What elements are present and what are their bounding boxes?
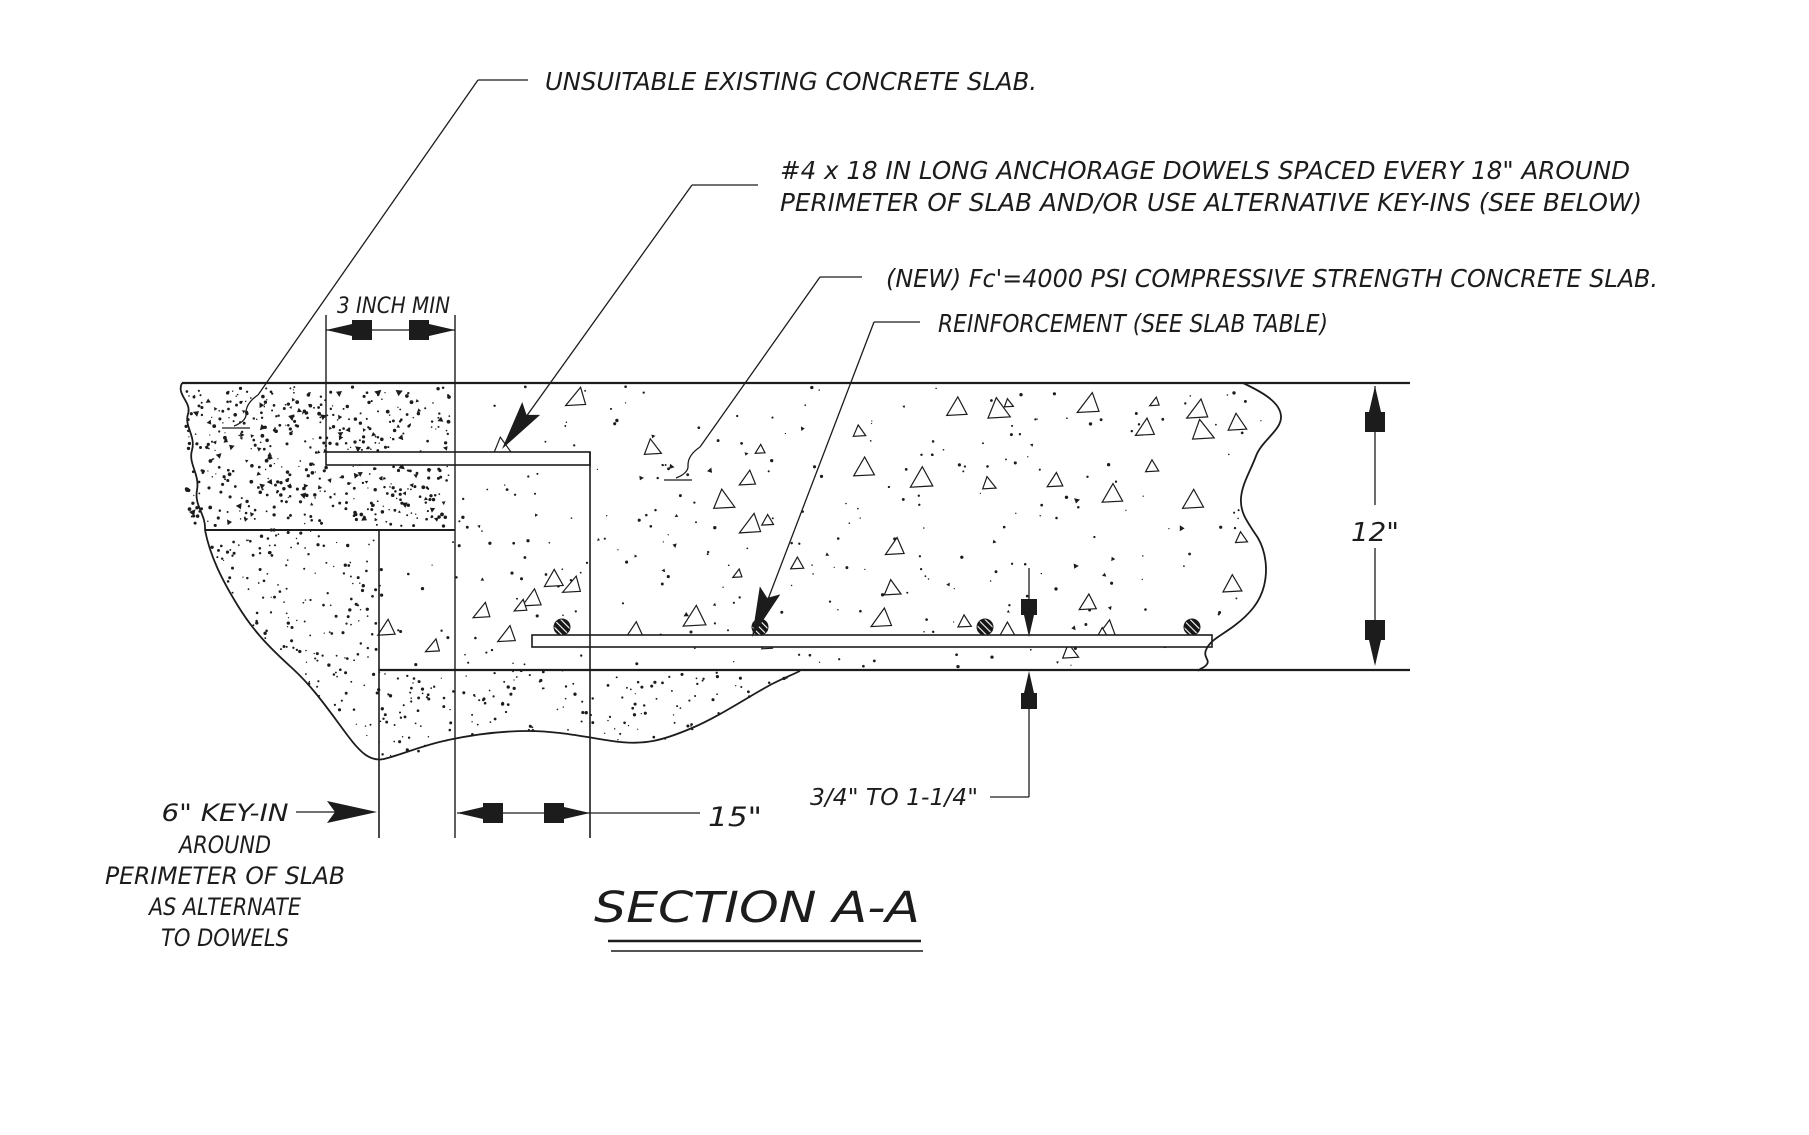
- concrete-texture: [184, 385, 1262, 757]
- callout-dowels-line2: PERIMETER OF SLAB AND/OR USE ALTERNATIVE…: [780, 188, 1642, 217]
- reinforcement-bar: [531, 634, 1213, 648]
- callout-unsuitable: UNSUITABLE EXISTING CONCRETE SLAB.: [222, 67, 1037, 429]
- dim-bottom-cover: 3/4" TO 1-1/4": [810, 568, 1037, 811]
- key-in-note: 6" KEY-IN AROUND PERIMETER OF SLAB AS AL…: [105, 799, 377, 952]
- slab-outlines: [179, 315, 1410, 838]
- dim-arrow-down: [1365, 620, 1385, 666]
- rebar-dot: [1183, 618, 1201, 636]
- dim-slab-thickness-label: 12": [1351, 518, 1399, 548]
- dim-dowel-embed: 3 INCH MIN: [326, 294, 455, 340]
- leader-break-hook: [675, 446, 701, 479]
- subgrade-break-edge: [204, 529, 801, 761]
- dim-bottom-cover-label: 3/4" TO 1-1/4": [810, 785, 978, 811]
- dim-arrow-left: [326, 320, 372, 340]
- cover-arrow-down: [1021, 599, 1037, 637]
- key-in-note-line2: AROUND: [177, 831, 271, 859]
- callout-reinforcement: REINFORCEMENT (SEE SLAB TABLE): [752, 309, 1328, 637]
- dim-slab-thickness: 12": [1351, 386, 1399, 666]
- dim-arrow-right: [409, 320, 455, 340]
- key-in-note-line5: TO DOWELS: [161, 924, 289, 952]
- dim-dowel-embed-label: 3 INCH MIN: [337, 294, 450, 319]
- dim-key-width-label: 15": [708, 802, 762, 833]
- rebar-dot: [553, 618, 571, 636]
- title-text: SECTION A-A: [594, 883, 920, 933]
- callout-dowels: #4 x 18 IN LONG ANCHORAGE DOWELS SPACED …: [502, 156, 1642, 449]
- dim-arrow-up: [1365, 386, 1385, 432]
- anchorage-dowel-plate: [325, 451, 591, 466]
- dim-key-width: 15": [457, 802, 762, 833]
- dowel-leader-arrow: [502, 401, 541, 449]
- callout-reinforcement-label: REINFORCEMENT (SEE SLAB TABLE): [938, 309, 1328, 338]
- key-in-note-line1: 6" KEY-IN: [162, 799, 289, 827]
- rebar-dot: [976, 618, 994, 636]
- leader-break-hook: [233, 394, 259, 427]
- right-break-edge: [1197, 382, 1282, 672]
- callout-dowels-line1: #4 x 18 IN LONG ANCHORAGE DOWELS SPACED …: [780, 156, 1630, 185]
- dim-arrow-left: [457, 803, 503, 823]
- dim-arrow-right: [544, 803, 590, 823]
- callout-unsuitable-label: UNSUITABLE EXISTING CONCRETE SLAB.: [545, 67, 1037, 96]
- rebar-section-dots: [553, 618, 1201, 636]
- callout-new-slab-label: (NEW) Fc'=4000 PSI COMPRESSIVE STRENGTH …: [886, 264, 1658, 293]
- callout-new-slab: (NEW) Fc'=4000 PSI COMPRESSIVE STRENGTH …: [664, 264, 1658, 481]
- key-in-note-line4: AS ALTERNATE: [147, 893, 301, 921]
- cover-arrow-up: [1021, 671, 1037, 709]
- key-in-arrow: [327, 801, 377, 823]
- reinforcement-leader-arrow: [752, 586, 781, 637]
- drawing-title: SECTION A-A: [594, 883, 923, 952]
- key-in-note-line3: PERIMETER OF SLAB: [105, 862, 345, 890]
- left-break-edge: [179, 382, 206, 531]
